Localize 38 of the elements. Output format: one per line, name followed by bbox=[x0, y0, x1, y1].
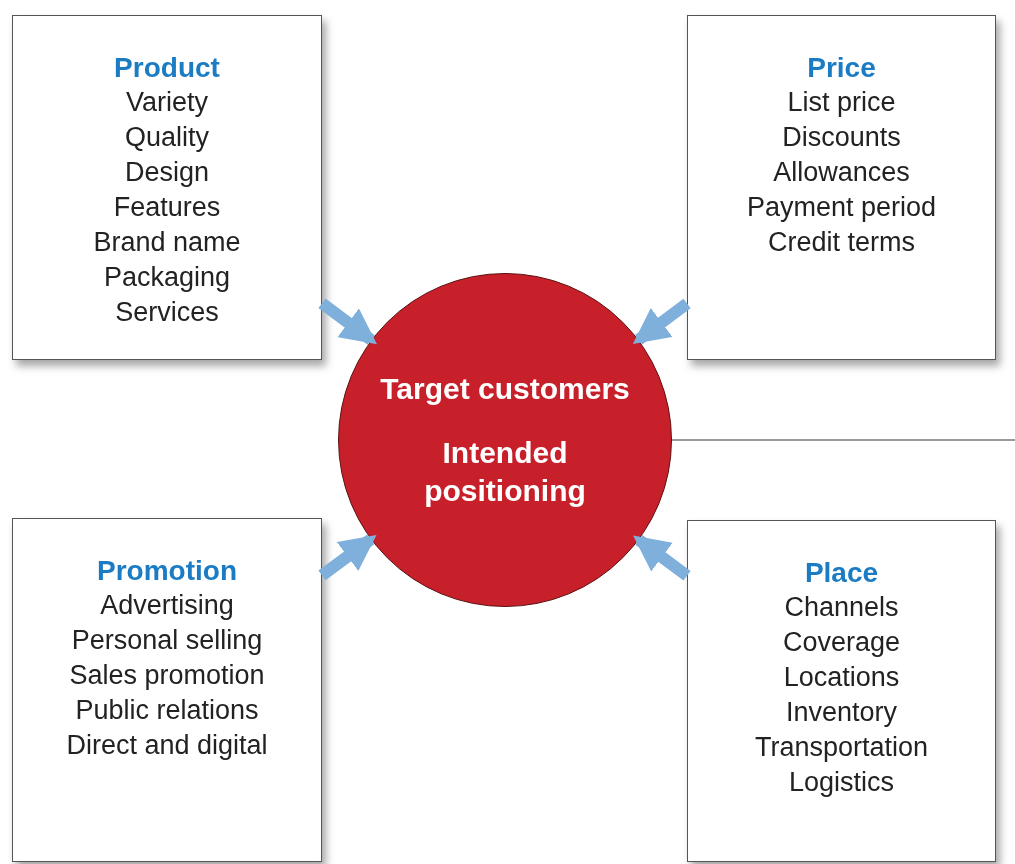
list-item: List price bbox=[787, 86, 896, 119]
list-item: Packaging bbox=[103, 261, 231, 294]
list-item: Sales promotion bbox=[69, 659, 265, 692]
list-item: Brand name bbox=[93, 226, 241, 259]
mix-box bbox=[12, 518, 322, 862]
mix-box bbox=[687, 15, 996, 360]
arrow bbox=[318, 534, 377, 581]
box-heading: Product bbox=[114, 51, 220, 85]
list-item: Services bbox=[115, 296, 219, 329]
arrow bbox=[633, 535, 691, 581]
list-item: Locations bbox=[783, 661, 900, 694]
circle-text: Intended positioning bbox=[423, 435, 587, 509]
connector-line bbox=[671, 439, 1015, 441]
list-item: Coverage bbox=[782, 626, 901, 659]
mix-box bbox=[12, 15, 322, 360]
list-item: Payment period bbox=[746, 191, 937, 224]
list-item: Credit terms bbox=[768, 226, 915, 259]
list-item: Transportation bbox=[754, 731, 929, 764]
list-item: Personal selling bbox=[71, 624, 263, 657]
list-item: Direct and digital bbox=[66, 729, 268, 762]
list-item: Variety bbox=[126, 86, 208, 119]
list-item: Design bbox=[124, 156, 209, 189]
circle-text: Target customers bbox=[380, 371, 630, 407]
arrow bbox=[318, 298, 377, 345]
list-item: Public relations bbox=[75, 694, 259, 727]
list-item: Logistics bbox=[788, 766, 894, 799]
list-item: Discounts bbox=[782, 121, 901, 154]
box-heading: Promotion bbox=[97, 554, 237, 588]
list-item: Channels bbox=[784, 591, 899, 624]
list-item: Inventory bbox=[785, 696, 898, 729]
arrow bbox=[632, 298, 691, 345]
list-item: Features bbox=[113, 191, 221, 224]
box-heading: Place bbox=[804, 556, 879, 590]
box-heading: Price bbox=[807, 51, 876, 85]
list-item: Quality bbox=[124, 121, 209, 154]
mix-box bbox=[687, 520, 996, 862]
list-item: Advertising bbox=[100, 589, 234, 622]
list-item: Allowances bbox=[773, 156, 910, 189]
